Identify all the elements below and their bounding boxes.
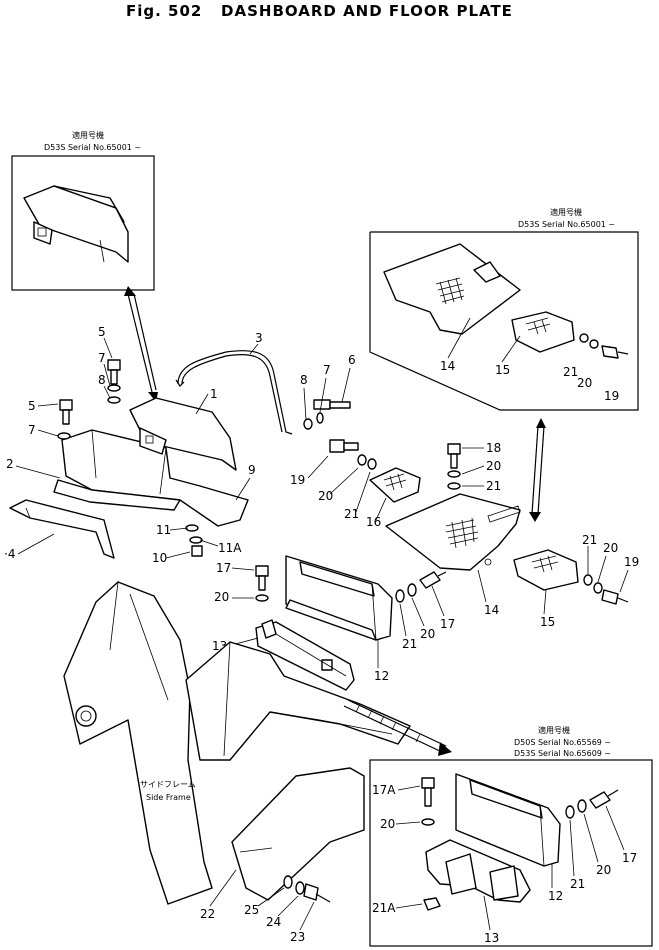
callout-20b: 20 bbox=[318, 489, 333, 503]
callout-22: 22 bbox=[200, 907, 215, 921]
cover-16 bbox=[369, 467, 421, 503]
callout-21b: 21 bbox=[344, 507, 359, 521]
callout-19c: 19 bbox=[624, 555, 639, 569]
inset2-caption-jp: 適用号機 bbox=[550, 207, 582, 217]
callout-7: 7 bbox=[98, 351, 106, 365]
callout-21a: 21 bbox=[563, 365, 578, 379]
callout-21f: 21 bbox=[570, 877, 585, 891]
side-frame-label-en: Side Frame bbox=[146, 793, 191, 802]
side-frame bbox=[63, 581, 213, 905]
callout-16: 16 bbox=[366, 515, 381, 529]
callout-15a: 15 bbox=[495, 363, 510, 377]
callout-14b: 14 bbox=[484, 603, 499, 617]
inset1-caption-serial: D53S Serial No.65001 ~ bbox=[44, 143, 141, 152]
callout-5b: 5 bbox=[28, 399, 36, 413]
callout-20d: 20 bbox=[603, 541, 618, 555]
callout-11A: 11A bbox=[218, 541, 242, 555]
inset3-caption-jp: 適用号機 bbox=[538, 725, 570, 735]
callout-14a: 14 bbox=[440, 359, 455, 373]
callout-21e: 21 bbox=[402, 637, 417, 651]
callout-20h: 20 bbox=[596, 863, 611, 877]
title-text: DASHBOARD AND FLOOR PLATE bbox=[221, 2, 513, 20]
callout-17c: 17 bbox=[622, 851, 637, 865]
callout-12: 12 bbox=[374, 669, 389, 683]
inset3-bracket-12 bbox=[455, 773, 561, 867]
hardware-left bbox=[57, 359, 351, 557]
callout-17: 17 bbox=[216, 561, 231, 575]
callout-4: ·4 bbox=[4, 547, 15, 561]
callout-8b: 8 bbox=[300, 373, 308, 387]
inset1-frame bbox=[11, 155, 155, 291]
link-arrow-right bbox=[529, 418, 546, 522]
callout-12b: 12 bbox=[548, 889, 563, 903]
callout-18: 18 bbox=[486, 441, 501, 455]
inset1-dashboard-cover bbox=[23, 185, 129, 263]
inset2-frame bbox=[369, 231, 639, 411]
inset2-caption-serial: D53S Serial No.65001 ~ bbox=[518, 220, 615, 229]
frame-rail bbox=[185, 641, 411, 761]
callout-8: 8 bbox=[98, 373, 106, 387]
lower-trim bbox=[9, 499, 115, 559]
callout-2: 2 bbox=[6, 457, 14, 471]
direction-arrow bbox=[343, 699, 452, 756]
callout-19a: 19 bbox=[604, 389, 619, 403]
inset3-hardware bbox=[421, 777, 619, 911]
cover-15 bbox=[513, 549, 579, 591]
callout-24: 24 bbox=[266, 915, 281, 929]
callout-10: 10 bbox=[152, 551, 167, 565]
callout-17A: 17A bbox=[372, 783, 396, 797]
callout-21A: 21A bbox=[372, 901, 396, 915]
callout-25: 25 bbox=[244, 903, 259, 917]
inset3-caption-serial-2: D53S Serial No.65609 ~ bbox=[514, 749, 611, 758]
figure-title: Fig. 502 DASHBOARD AND FLOOR PLATE bbox=[126, 2, 513, 20]
hardware-center bbox=[255, 565, 269, 602]
callout-23: 23 bbox=[290, 930, 305, 944]
callout-19b: 19 bbox=[290, 473, 305, 487]
fig-label: Fig. 502 bbox=[126, 2, 203, 20]
callout-9: 9 bbox=[248, 463, 256, 477]
hardware-bottom bbox=[283, 875, 331, 903]
callout-13b: 13 bbox=[484, 931, 499, 945]
callout-17b: 17 bbox=[440, 617, 455, 631]
callout-6: 6 bbox=[348, 353, 356, 367]
hardware-right bbox=[329, 439, 629, 605]
callout-20f: 20 bbox=[420, 627, 435, 641]
inset3-bracket-13 bbox=[425, 839, 531, 903]
inset3-frame bbox=[369, 759, 653, 947]
floor-plate bbox=[385, 493, 521, 571]
grab-rod bbox=[175, 350, 293, 435]
callout-20g: 20 bbox=[380, 817, 395, 831]
callout-1: 1 bbox=[210, 387, 218, 401]
callout-5: 5 bbox=[98, 325, 106, 339]
callout-11: 11 bbox=[156, 523, 171, 537]
callout-7c: 7 bbox=[323, 363, 331, 377]
cover-plate-22 bbox=[231, 767, 365, 901]
callout-21d: 21 bbox=[582, 533, 597, 547]
bracket-12 bbox=[285, 555, 393, 641]
callout-3: 3 bbox=[255, 331, 263, 345]
callout-20c: 20 bbox=[486, 459, 501, 473]
callout-20e: 20 bbox=[214, 590, 229, 604]
inset2-floor-plate bbox=[383, 243, 629, 359]
side-frame-label-jp: サイドフレーム bbox=[140, 780, 196, 789]
inset1-caption-jp: 適用号機 bbox=[72, 130, 104, 140]
inset3-caption-serial-1: D50S Serial No.65569 ~ bbox=[514, 738, 611, 747]
dashboard-cover bbox=[129, 397, 237, 471]
callout-20a: 20 bbox=[577, 376, 592, 390]
callout-7b: 7 bbox=[28, 423, 36, 437]
callout-15b: 15 bbox=[540, 615, 555, 629]
callout-21c: 21 bbox=[486, 479, 501, 493]
link-arrow-left bbox=[124, 286, 158, 402]
bracket-13 bbox=[255, 619, 355, 691]
